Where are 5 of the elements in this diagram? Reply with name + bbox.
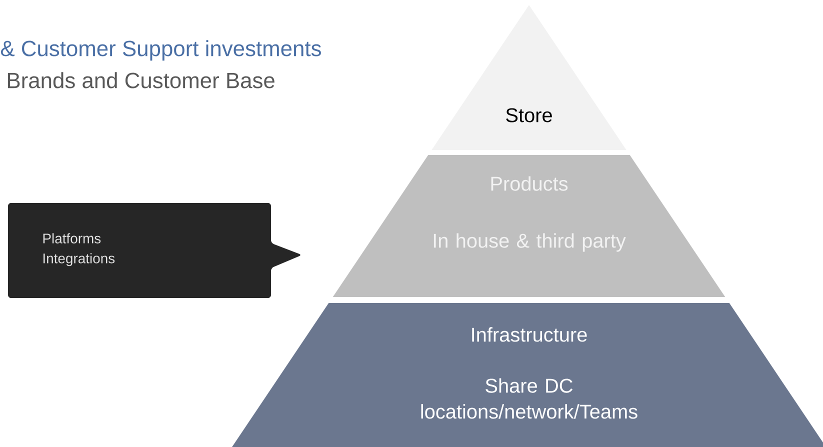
heading-text: & Customer Support investments xyxy=(0,40,321,61)
callout-bubble: Platforms Integrations xyxy=(8,203,300,298)
pyramid-tier: Infrastructure Share DC locations/network/Teams xyxy=(232,303,823,447)
heading-text: Brands and Customer Base xyxy=(8,72,274,88)
pyramid-tier: Store xyxy=(432,5,626,150)
